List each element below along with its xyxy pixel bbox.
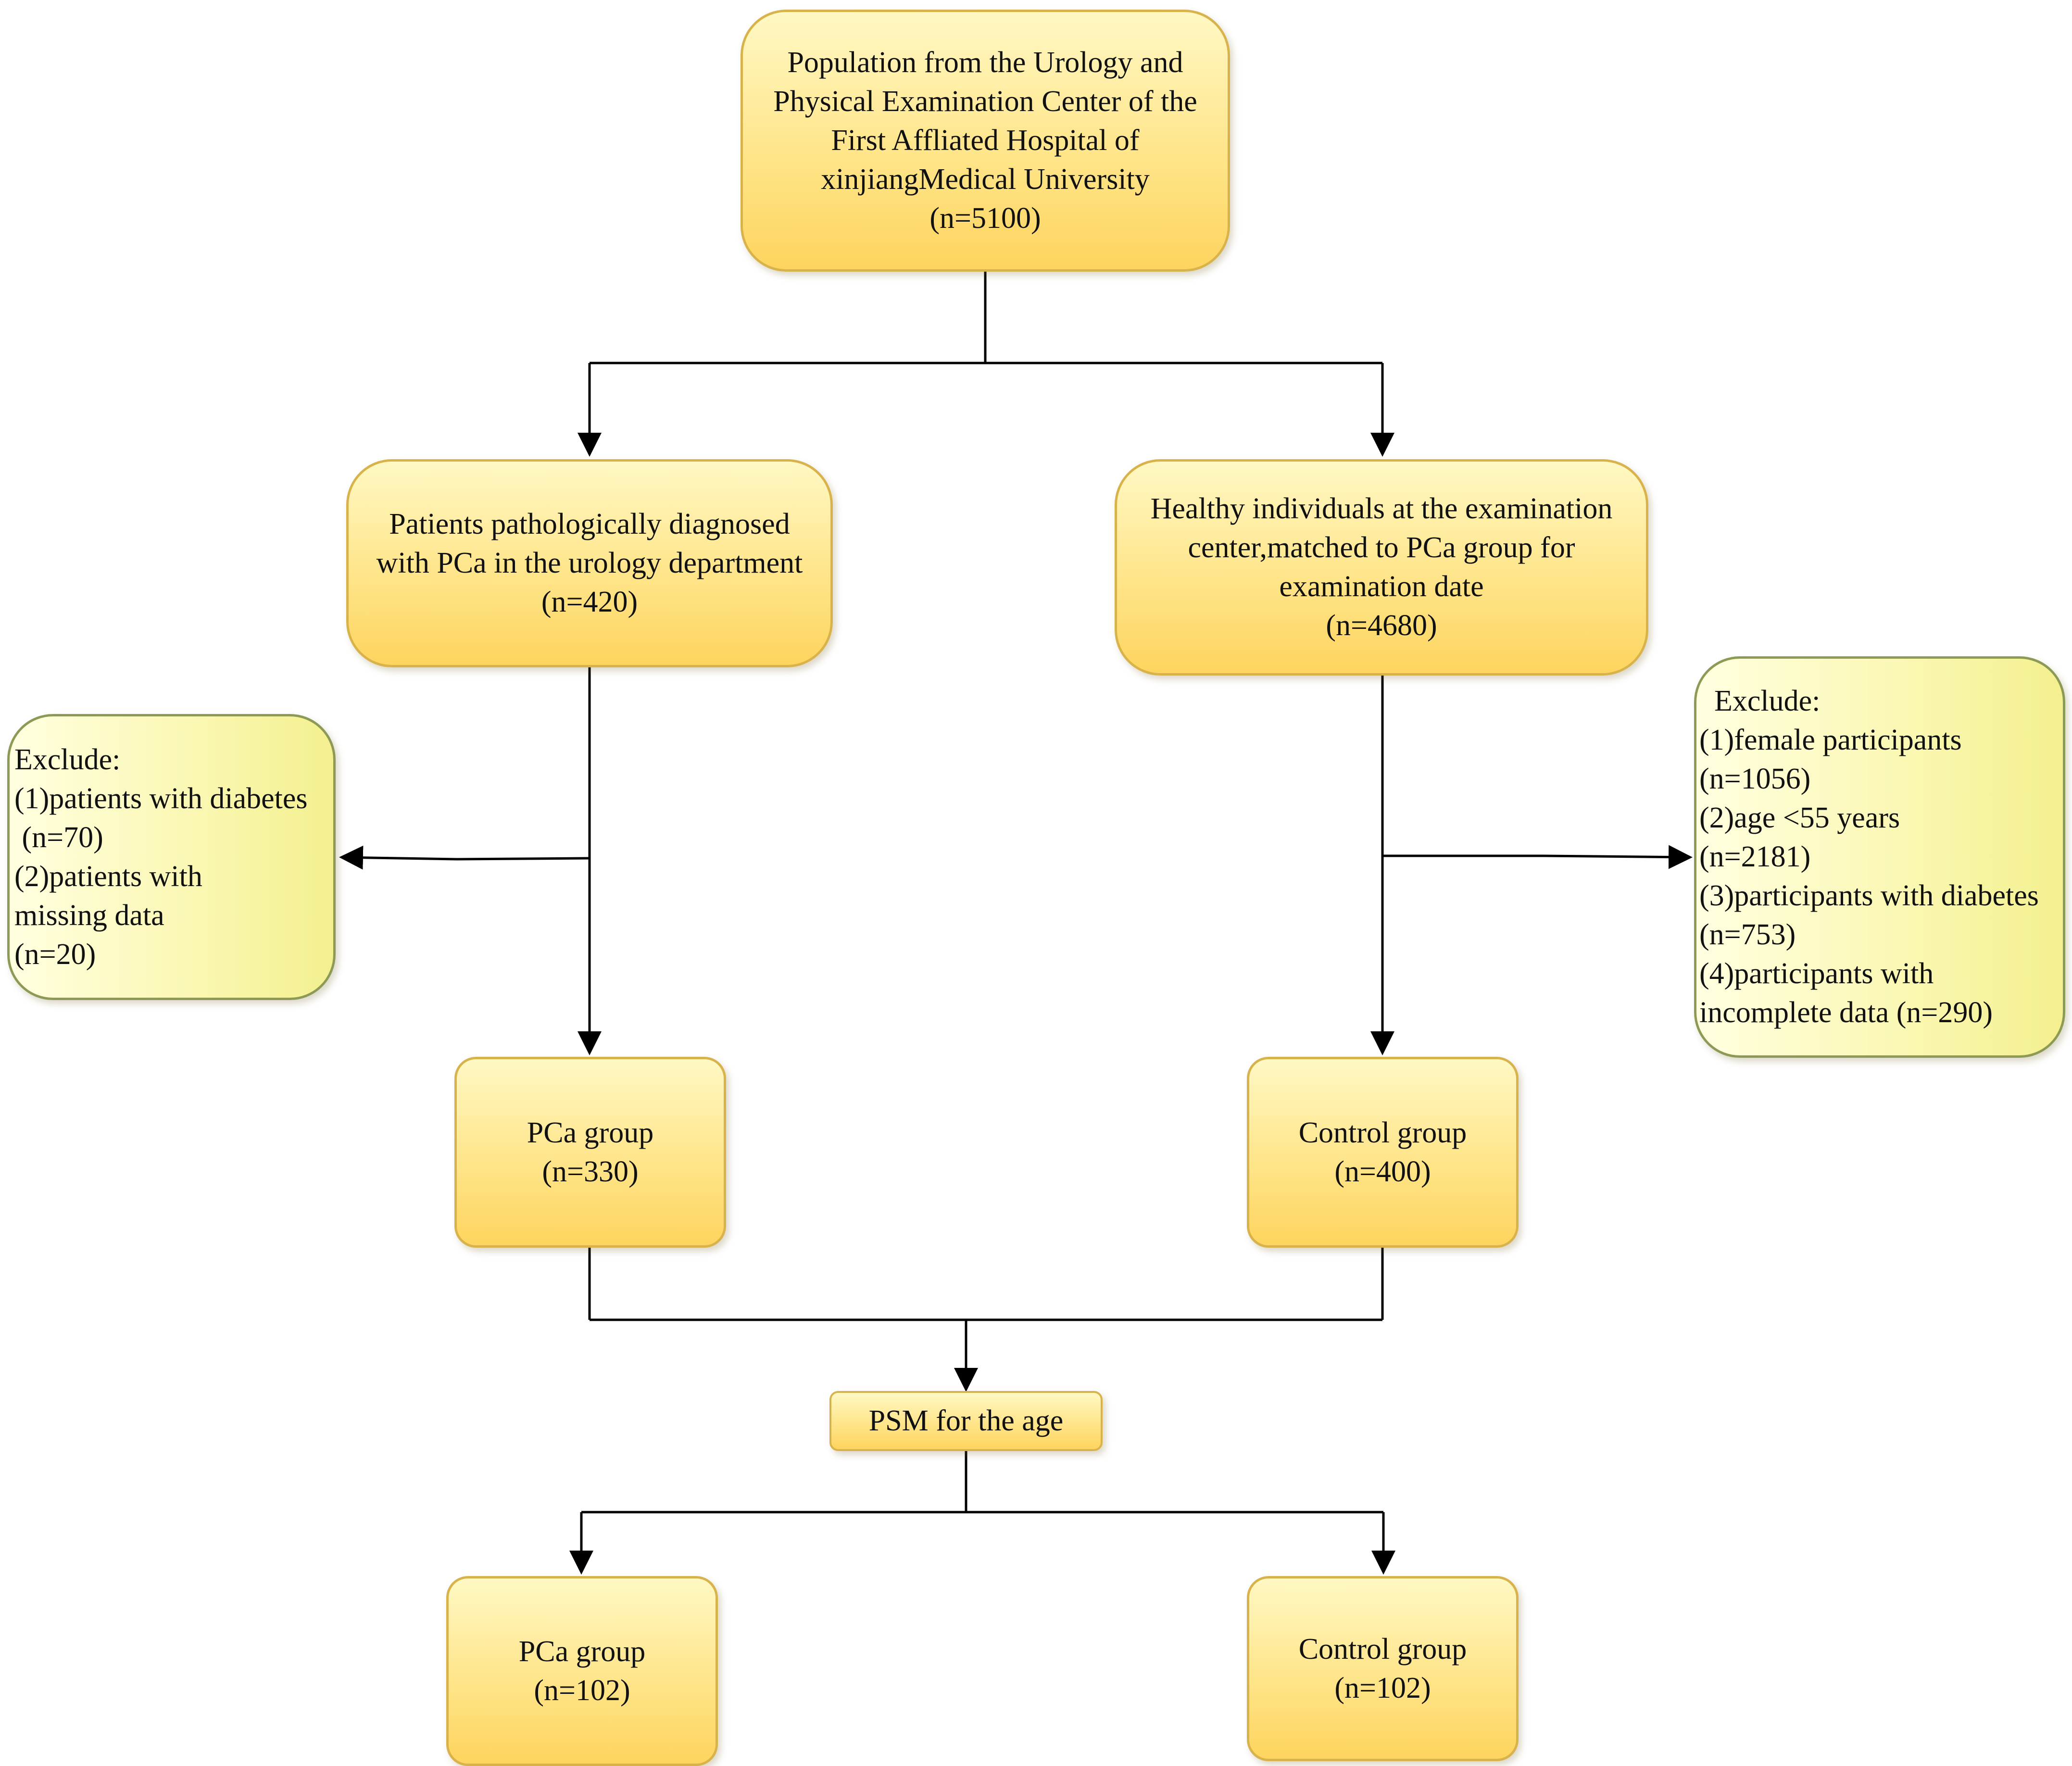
node-text-line: Population from the Urology and [787, 46, 1183, 79]
node-text-line: Physical Examination Center of the [773, 85, 1197, 118]
node-text-line: (4)participants with [1699, 957, 1934, 990]
arrow-to-exclude-left [339, 845, 590, 870]
node-control-group-2: Control group (n=102) [1247, 1576, 1519, 1761]
node-text-line: (n=102) [534, 1674, 630, 1707]
node-text-line: with PCa in the urology department [376, 547, 803, 579]
node-text-line: incomplete data (n=290) [1699, 996, 1993, 1029]
node-text-line: (n=1056) [1699, 763, 1811, 795]
node-text-line: (n=400) [1334, 1155, 1431, 1188]
node-exclude-right: Exclude: (1)female participants (n=1056)… [1694, 656, 2065, 1058]
node-text-line: PCa group [527, 1116, 654, 1149]
node-control-group-1: Control group (n=400) [1247, 1057, 1519, 1248]
node-pca-patients: Patients pathologically diagnosed with P… [346, 459, 833, 667]
node-text-line: (n=4680) [1326, 609, 1437, 642]
node-text-line: (3)participants with diabetes [1699, 879, 2039, 912]
node-text-line: missing data [14, 899, 164, 932]
node-text-line: First Affliated Hospital of [831, 124, 1140, 157]
node-text-line: (n=5100) [929, 202, 1041, 235]
node-psm: PSM for the age [829, 1391, 1103, 1451]
node-text-line: Exclude: [14, 743, 121, 776]
node-text-line: (n=420) [541, 586, 638, 618]
node-text-line: (n=753) [1699, 918, 1796, 951]
node-text-line: Exclude: [1699, 685, 1821, 717]
node-text-line: (n=102) [1334, 1671, 1431, 1704]
node-text-line: PCa group [518, 1635, 646, 1668]
node-text-line: (1)female participants [1699, 724, 1962, 756]
node-text-line: (2)age <55 years [1699, 802, 1900, 834]
node-text-line: Control group [1298, 1632, 1467, 1666]
node-text-line: (n=330) [542, 1155, 639, 1188]
node-pca-group-2: PCa group (n=102) [446, 1576, 718, 1766]
node-healthy: Healthy individuals at the examination c… [1115, 459, 1648, 676]
node-text-line: Control group [1298, 1116, 1467, 1149]
node-text-line: Healthy individuals at the examination [1150, 492, 1613, 525]
node-text-line: center,matched to PCa group for [1188, 531, 1575, 564]
node-text-line: (1)patients with diabetes [14, 782, 308, 815]
node-pca-group-1: PCa group (n=330) [454, 1057, 726, 1248]
node-text-line: (n=2181) [1699, 840, 1811, 873]
arrow-to-exclude-right [1382, 845, 1693, 869]
node-text-line: Patients pathologically diagnosed [389, 508, 790, 540]
node-population: Population from the Urology and Physical… [741, 10, 1230, 272]
node-text-line: (2)patients with [14, 860, 202, 893]
node-text-line: PSM for the age [868, 1404, 1064, 1437]
node-text-line: xinjiangMedical University [821, 163, 1150, 196]
node-text-line: examination date [1279, 570, 1484, 603]
node-exclude-left: Exclude: (1)patients with diabetes (n=70… [7, 714, 336, 1000]
node-text-line: (n=20) [14, 938, 96, 971]
node-text-line: (n=70) [14, 821, 103, 854]
